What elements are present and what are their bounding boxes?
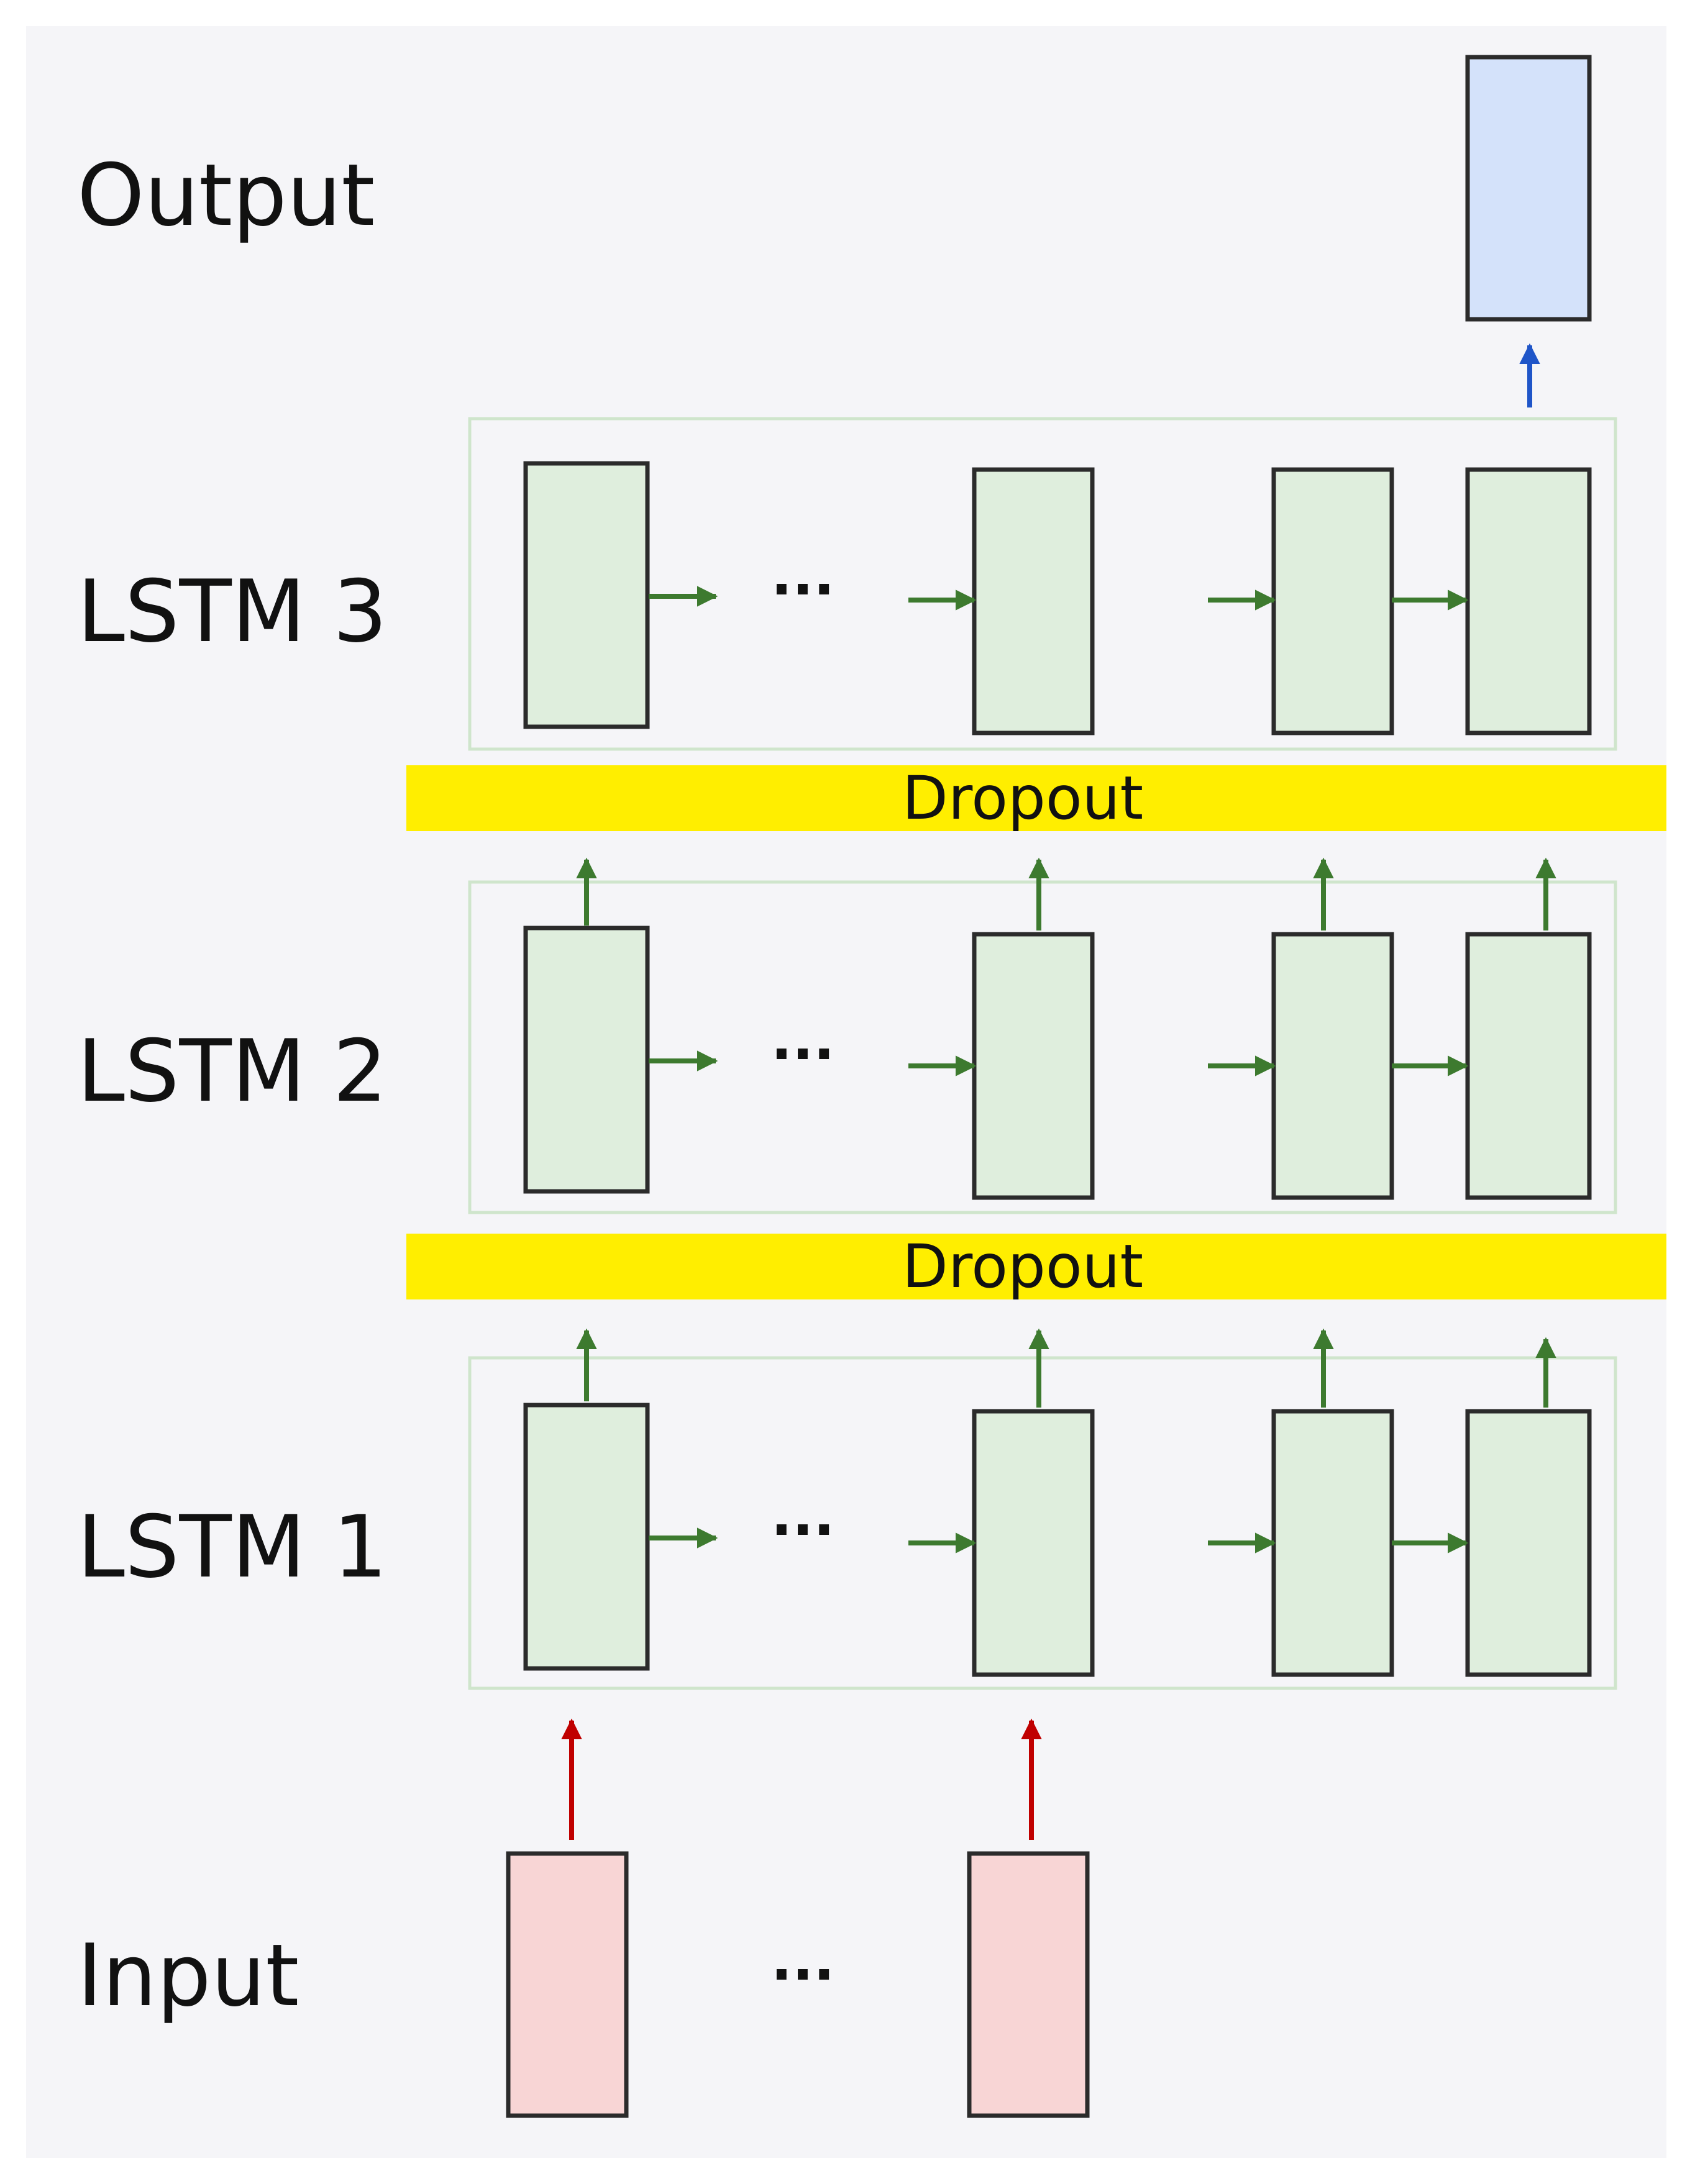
- input-cell: [506, 1851, 629, 2118]
- lstm1-label: LSTM 1: [77, 1497, 388, 1597]
- lstm3-cell: [1465, 467, 1592, 735]
- lstm1-ellipsis: ···: [771, 1498, 835, 1563]
- lstm3-layer: ···: [468, 417, 1617, 751]
- lstm1-layer: ···: [468, 1328, 1617, 1690]
- lstm3-label: LSTM 3: [77, 562, 388, 662]
- lstm2-cell: [523, 926, 650, 1194]
- input-cell: [967, 1851, 1090, 2118]
- lstm2-group-frame: [468, 880, 1617, 1214]
- lstm3-group-frame: [468, 417, 1617, 751]
- lstm1-cell: [523, 1403, 650, 1671]
- lstm3-cell: [972, 467, 1095, 735]
- lstm3-cell: [1271, 467, 1394, 735]
- input-label: Input: [77, 1926, 299, 2026]
- lstm1-cell: [1465, 1409, 1592, 1677]
- dropout-label-upper: Dropout: [902, 763, 1143, 833]
- lstm2-layer: ···: [468, 857, 1617, 1214]
- lstm1-cell: [1271, 1409, 1394, 1677]
- output-label: Output: [77, 145, 375, 245]
- input-ellipsis: ···: [771, 1942, 835, 2008]
- lstm3-ellipsis: ···: [771, 557, 835, 622]
- lstm2-cell: [1271, 932, 1394, 1200]
- output-cell: [1465, 55, 1592, 322]
- dropout-label-lower: Dropout: [902, 1232, 1143, 1301]
- lstm2-cell: [1465, 932, 1592, 1200]
- lstm1-cell: [972, 1409, 1095, 1677]
- lstm1-group-frame: [468, 1356, 1617, 1690]
- dropout-band-lower: [406, 1234, 1666, 1299]
- lstm2-cell: [972, 932, 1095, 1200]
- dropout-band-upper: [406, 765, 1666, 831]
- lstm2-label: LSTM 2: [77, 1021, 388, 1121]
- lstm3-cell: [523, 461, 650, 729]
- lstm2-ellipsis: ···: [771, 1022, 835, 1087]
